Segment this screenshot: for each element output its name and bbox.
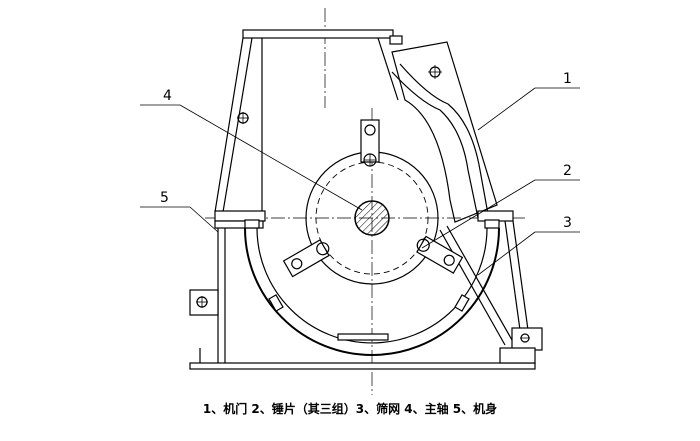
hopper-pin	[237, 112, 249, 124]
label-shaft: 4	[163, 88, 172, 104]
label-door: 1	[563, 71, 572, 87]
hammer-left	[282, 239, 330, 278]
hammer-top	[360, 119, 380, 167]
label-body: 5	[160, 190, 169, 206]
label-screen: 3	[563, 215, 572, 231]
feed-hopper	[214, 29, 399, 213]
main-shaft	[354, 200, 390, 236]
machine-body	[189, 210, 536, 370]
rotor	[282, 119, 464, 285]
diagram-caption: 1、机门 2、锤片（其三组）3、筛网 4、主轴 5、机身	[202, 402, 498, 416]
machine-door	[389, 35, 498, 223]
label-hammer: 2	[563, 163, 572, 179]
right-housing	[439, 210, 543, 364]
hammer-right	[416, 235, 464, 274]
screen-mesh	[244, 219, 500, 356]
callouts: 1 2 3 4 5	[140, 71, 580, 276]
